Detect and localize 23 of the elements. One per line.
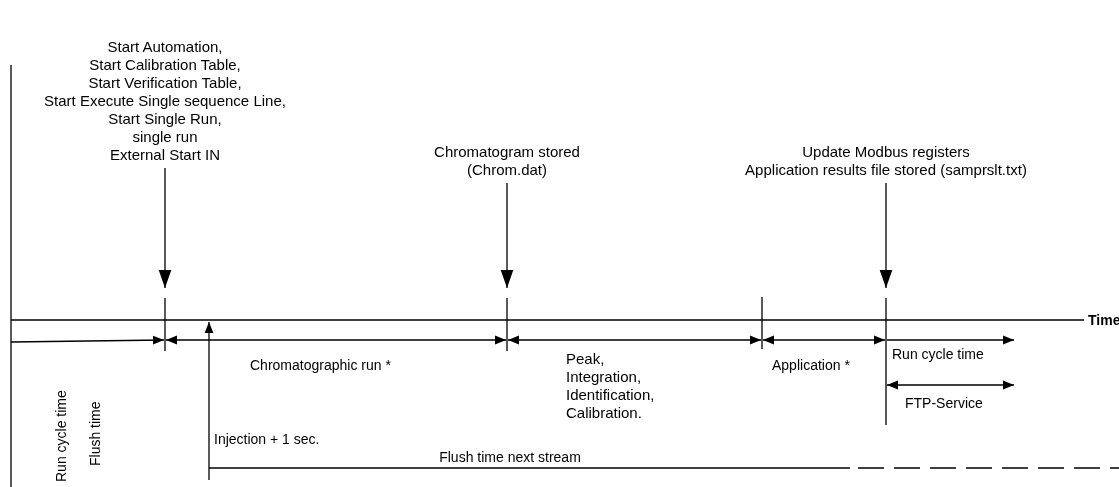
event-label: (Chrom.dat): [467, 161, 547, 179]
interval-label: Application *: [772, 356, 850, 374]
interval-label: Run cycle time: [892, 345, 984, 363]
event-label: Chromatogram stored: [434, 143, 580, 161]
arrow: [879, 182, 893, 289]
arrow: [500, 182, 514, 289]
arrow: [158, 167, 172, 289]
interval-label: FTP-Service: [905, 394, 983, 412]
event-label: Update Modbus registers: [802, 143, 970, 161]
event-label: Start Calibration Table,: [89, 56, 241, 74]
interval-label: Peak, Integration, Identification, Calibration.: [566, 350, 656, 422]
interval-label: Injection + 1 sec.: [214, 430, 320, 448]
event-label: Start Verification Table,: [88, 74, 242, 92]
event-label: Application results file stored (samprslt.txt): [745, 161, 1027, 179]
event-label: single run: [132, 128, 198, 146]
vertical-label: Flush time: [86, 401, 104, 466]
interval-label: Flush time next stream: [439, 448, 581, 466]
event-label: Start Execute Single sequence Line,: [44, 92, 286, 110]
event-label: Start Single Run,: [108, 110, 222, 128]
vertical-label: Run cycle time: [52, 390, 70, 482]
interval-label: Chromatographic run *: [250, 356, 391, 374]
event-label: External Start IN: [109, 146, 220, 164]
event-label: Start Automation,: [107, 38, 223, 56]
